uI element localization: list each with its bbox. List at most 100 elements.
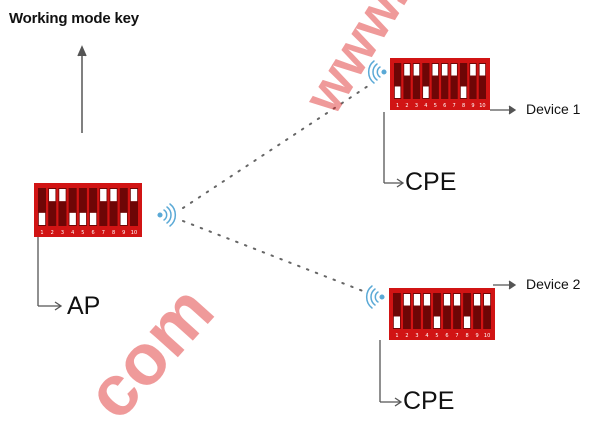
switch-number: 3 [415,103,418,109]
cpe1-label: CPE [405,168,457,196]
switch-slot [403,293,411,329]
switch-slot [129,188,138,226]
switch-knob [130,189,138,202]
switch-slot [450,63,458,99]
working-mode-arrow [77,45,87,133]
switch-knob [413,294,421,306]
cpe2-signal-icon [365,285,385,309]
switch-number: 1 [396,103,399,109]
switch-number: 2 [405,333,408,339]
switch-slot [483,293,491,329]
switch-knob [394,86,401,98]
switch-number: 6 [443,103,446,109]
switch-knob [404,64,410,76]
switch-number: 2 [405,103,408,109]
switch-slot [422,63,430,99]
switch-knob [473,294,481,306]
switch-slot [99,188,108,226]
switch-number: 9 [475,333,478,339]
switch-slot [38,188,47,226]
switch-number: 4 [424,103,427,109]
device1-label: Device 1 [526,101,581,117]
switch-knob [49,189,56,202]
switch-slot [441,63,449,99]
ap-label: AP [67,292,101,320]
switch-knob [460,86,467,98]
switch-knob [423,294,431,306]
switch-number: 9 [122,230,125,236]
switch-number: 7 [455,333,458,339]
switch-slot [68,188,77,226]
switch-slot [469,63,477,99]
switch-knob [59,189,66,202]
ap-signal-icon [157,203,177,227]
switch-number: 7 [453,103,456,109]
switch-knob [100,189,107,202]
switch-knob [413,64,420,76]
switch-slot [453,293,461,329]
switch-number: 8 [112,230,115,236]
switch-number: 9 [471,103,474,109]
switch-knob [393,316,401,328]
switch-number: 3 [415,333,418,339]
switch-number: 2 [51,230,54,236]
switch-knob [463,316,471,328]
cpe1-signal-icon [367,60,387,84]
switch-slot [403,63,411,99]
switch-knob [69,212,76,225]
switch-knob [483,294,491,306]
switch-slot [412,63,421,99]
switch-number: 3 [61,230,64,236]
switch-slot [48,188,57,226]
switch-slot [433,293,441,329]
working-mode-key-label: Working mode key [9,10,139,27]
switch-knob [403,294,411,306]
device2-label: Device 2 [526,276,581,292]
switch-number: 5 [435,333,438,339]
connectors [37,105,517,407]
switch-number: 10 [484,333,490,339]
switch-knob [453,294,461,306]
switch-knob [423,86,429,98]
link-ap-cpe2 [182,220,369,294]
switch-knob [89,212,97,225]
switch-knob [110,189,117,202]
switch-number: 8 [462,103,465,109]
switch-slot [443,293,451,329]
switch-number: 8 [465,333,468,339]
switch-number: 1 [395,333,398,339]
switch-slot [78,188,87,226]
switch-number: 1 [40,230,43,236]
switch-knob [479,64,486,76]
switch-slot [58,188,67,226]
switch-slot [423,293,431,329]
switch-number: 5 [81,230,84,236]
switch-number: 5 [434,103,437,109]
switch-slot [394,63,402,99]
switch-slot [109,188,118,226]
switch-knob [433,316,441,328]
switch-slot [459,63,468,99]
switch-slot [413,293,421,329]
switch-slot [473,293,481,329]
switch-knob [38,212,46,225]
switch-slot [463,293,471,329]
switch-knob [443,294,451,306]
cpe2-label: CPE [403,387,455,415]
switch-knob [79,212,87,225]
switch-knob [120,212,127,225]
switch-number: 10 [479,103,485,109]
switch-slot [393,293,401,329]
switch-number: 7 [102,230,105,236]
switch-knob [451,64,457,76]
link-ap-cpe1 [182,85,369,209]
switch-number: 4 [425,333,428,339]
switch-slot [431,63,439,99]
switch-knob [432,64,439,76]
switch-number: 10 [131,230,137,236]
switch-number: 6 [92,230,95,236]
